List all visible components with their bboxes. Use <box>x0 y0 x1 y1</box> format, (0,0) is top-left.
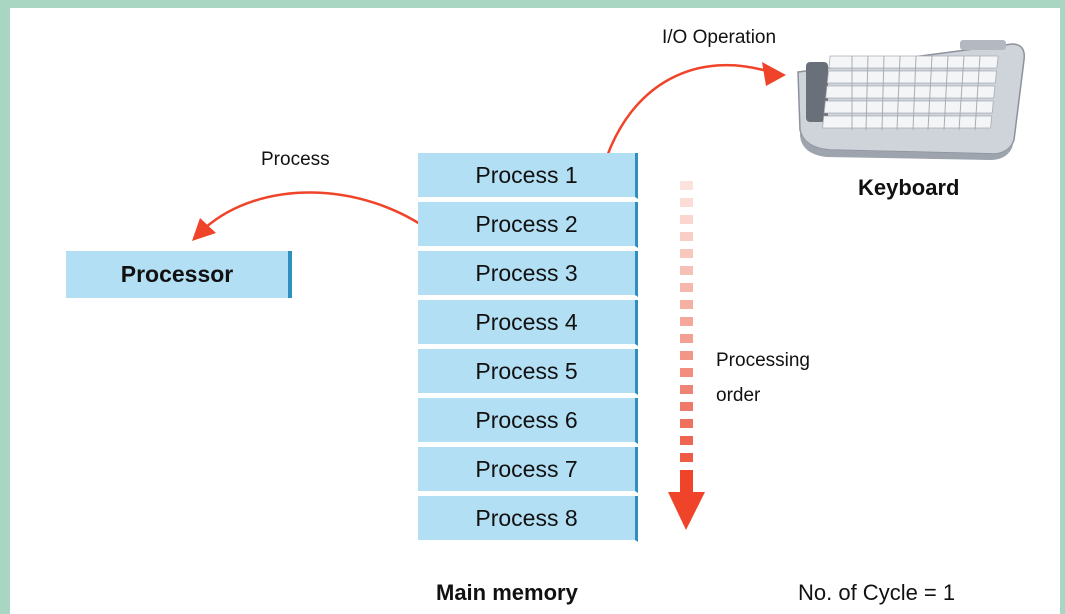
process-label: Process 3 <box>475 259 578 286</box>
process-label: Process 4 <box>475 308 578 335</box>
memory-process-4: Process 4 <box>418 300 638 346</box>
process-label: Process 6 <box>475 406 578 433</box>
main-memory-label: Main memory <box>436 580 578 605</box>
process-label: Process 5 <box>475 357 578 384</box>
memory-process-8: Process 8 <box>418 496 638 542</box>
keyboard-icon <box>797 40 1025 160</box>
io-operation-label: I/O Operation <box>662 27 777 48</box>
process-label: Process 7 <box>475 455 578 482</box>
process-label: Process 1 <box>475 161 578 188</box>
cycle-count-label: No. of Cycle = 1 <box>798 580 956 605</box>
processor-box: Processor <box>66 251 292 298</box>
memory-process-7: Process 7 <box>418 447 638 493</box>
processing-order-arrow-icon <box>668 181 705 530</box>
processing-order-label-line2: order <box>716 385 761 406</box>
memory-process-3: Process 3 <box>418 251 638 297</box>
process-label: Process <box>261 149 330 170</box>
process-arrow-icon <box>192 191 433 241</box>
memory-process-5: Process 5 <box>418 349 638 395</box>
processor-label: Processor <box>120 261 234 287</box>
process-label: Process 8 <box>475 504 578 531</box>
io-operation-arrow-icon <box>601 62 786 169</box>
memory-process-2: Process 2 <box>418 202 638 248</box>
processing-order-label-line1: Processing <box>716 350 810 371</box>
keyboard-label: Keyboard <box>858 175 960 200</box>
process-label: Process 2 <box>475 210 578 237</box>
memory-process-6: Process 6 <box>418 398 638 444</box>
memory-process-1: Process 1 <box>418 153 638 199</box>
